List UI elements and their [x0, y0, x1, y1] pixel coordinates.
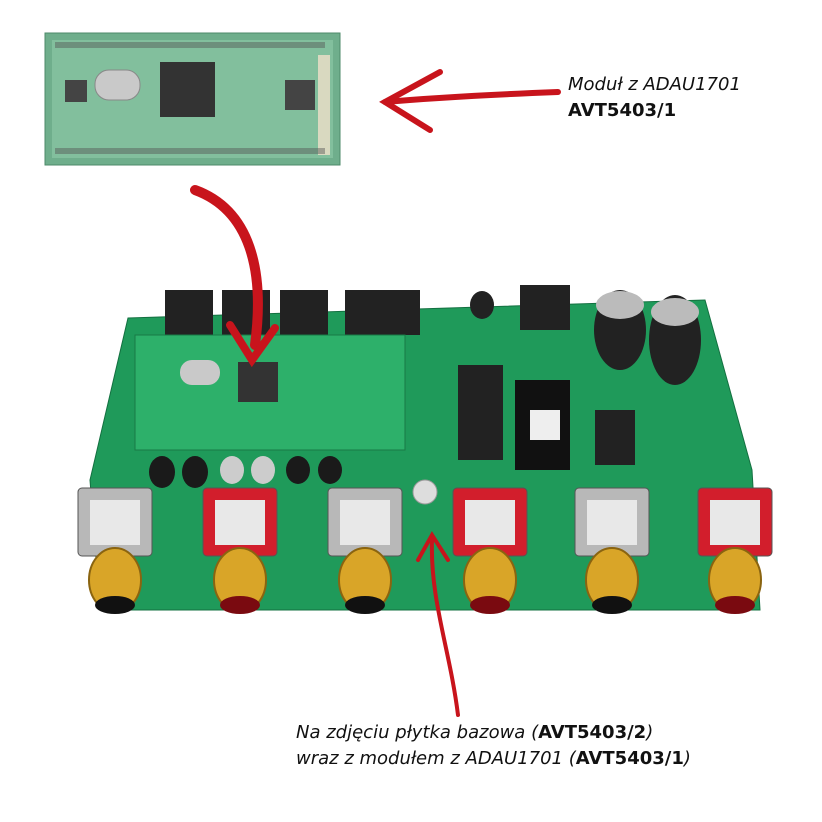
base-board-photo	[77, 285, 773, 614]
board-caption-line2: wraz z modułem z ADAU1701 (AVT5403/1)	[296, 746, 691, 772]
adau1701-module-photo	[44, 32, 341, 166]
dsp-chip	[160, 62, 215, 117]
rca-jack-silver	[77, 487, 153, 614]
caption-text: wraz z modułem z ADAU1701 (	[296, 748, 576, 769]
annotation-arrows	[190, 69, 561, 717]
module-caption-line2: AVT5403/1	[568, 100, 677, 121]
arrow-head-left-icon	[379, 69, 443, 133]
board-caption-line1: Na zdjęciu płytka bazowa (AVT5403/2)	[296, 720, 691, 746]
arrow-head-down-icon	[226, 321, 279, 368]
module-caption-line1: Moduł z ADAU1701	[568, 74, 741, 95]
rca-jack-silver	[327, 487, 403, 614]
rca-jack-red	[697, 487, 773, 614]
crystal	[94, 69, 141, 101]
board-caption: Na zdjęciu płytka bazowa (AVT5403/2) wra…	[296, 720, 691, 772]
module-caption: Moduł z ADAU1701 AVT5403/1	[568, 72, 741, 124]
arrow-to-module	[382, 89, 561, 105]
arrow-to-board	[429, 538, 460, 717]
caption-text: )	[646, 722, 654, 743]
arrow-head-up-icon	[416, 531, 450, 562]
caption-part-number: AVT5403/2	[538, 722, 647, 743]
rca-jack-silver	[574, 487, 650, 614]
caption-part-number: AVT5403/1	[575, 748, 684, 769]
rca-jack-row	[77, 487, 773, 614]
rca-jack-red	[452, 487, 528, 614]
caption-text: )	[683, 748, 691, 769]
curved-arrow-down	[190, 185, 263, 350]
rca-jack-red	[202, 487, 278, 614]
caption-text: Na zdjęciu płytka bazowa (	[296, 722, 539, 743]
